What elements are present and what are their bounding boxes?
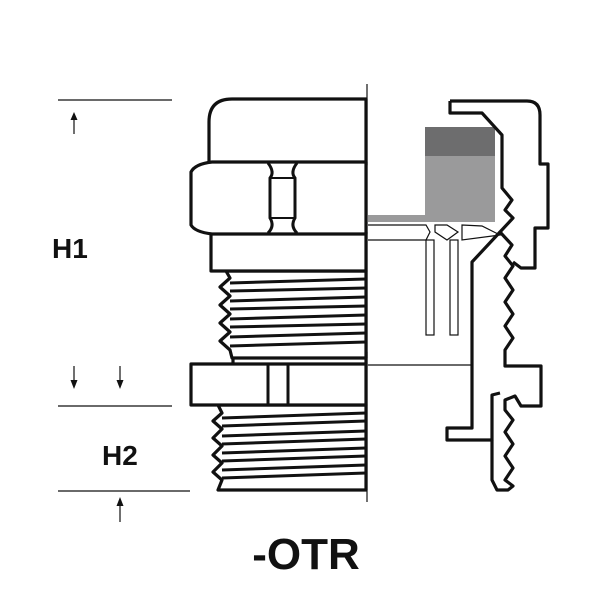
dimension-lines	[58, 99, 190, 522]
arrow-up-icon	[70, 112, 78, 134]
model-title: -OTR	[252, 530, 360, 579]
arrow-down-icon	[70, 366, 78, 389]
seal-dark	[425, 127, 495, 158]
arrow-down-icon	[116, 366, 124, 389]
h2-label: H2	[102, 440, 138, 471]
seal-insert	[368, 156, 495, 222]
h1-label: H1	[52, 233, 88, 264]
gland-section-view	[368, 99, 550, 492]
locknut	[189, 362, 368, 407]
gland-exterior-view	[189, 97, 368, 492]
arrow-up-icon	[116, 497, 124, 522]
hex-nut	[189, 160, 368, 236]
dome-cap	[207, 97, 368, 167]
